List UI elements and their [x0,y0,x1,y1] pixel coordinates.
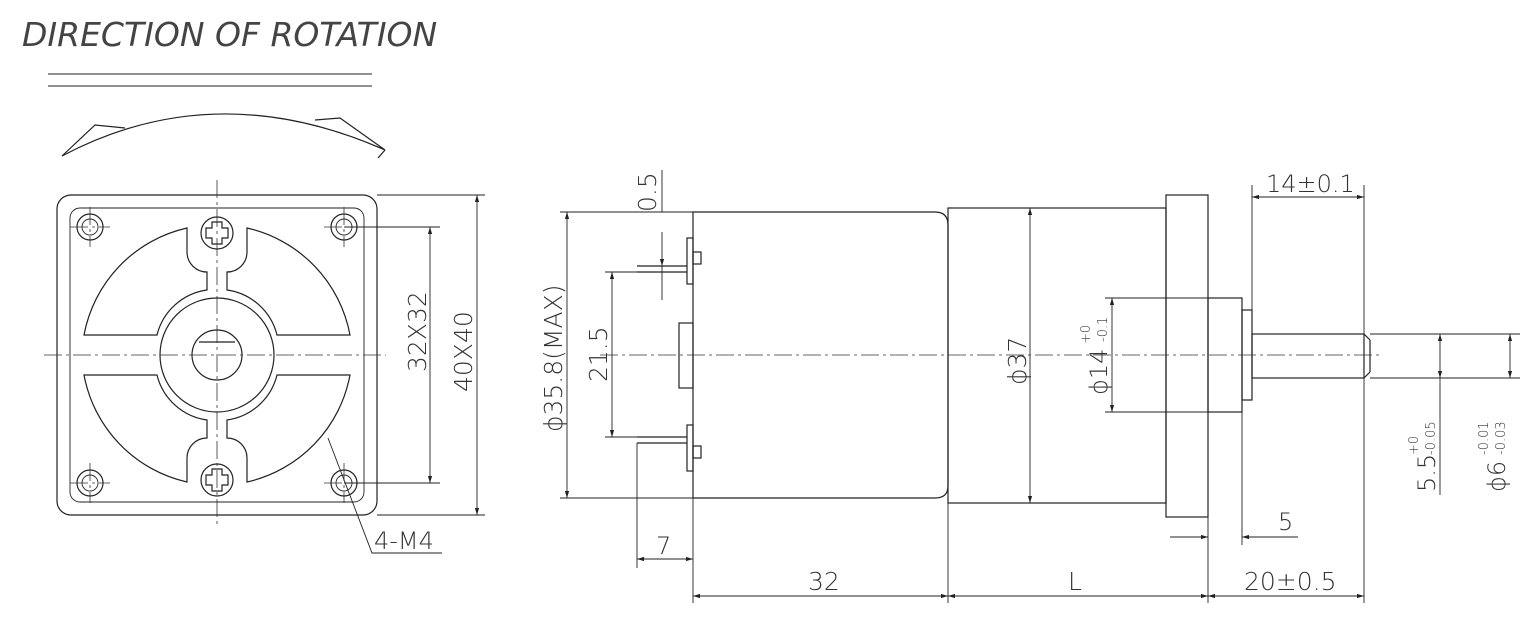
flat-tol-lower: -0.05 [1424,421,1439,455]
boss-tol-upper: +0 [1079,325,1094,344]
flat-tol-upper: +0 [1407,436,1422,455]
gearbox-body [947,207,1167,504]
flat-width-label: 5.5 [1413,454,1441,492]
shaft-total-label: 20±0.5 [1244,567,1337,596]
thread-callout-label: 4-M4 [374,527,434,555]
terminal-spacing-label: 21.5 [584,326,613,382]
shaft-diameter-label: ϕ6 [1483,461,1511,492]
shaft-tol-upper: -0.01 [1477,421,1492,455]
side-view: 0.5 21.5 ϕ35.8(MAX) ϕ37 ϕ14 +0 -0.1 14±0… [539,170,1520,603]
boss-tol-lower: -0.1 [1096,317,1111,342]
front-view: 32X32 40X40 4-M4 [44,180,485,555]
boss-diameter-label: ϕ14 [1085,349,1113,395]
shaft-length-label: 14±0.1 [1266,170,1355,198]
rotation-arrow-icon [61,113,386,159]
terminal-length-label: 7 [656,532,671,560]
boss-height-label: 5 [1278,508,1293,536]
hole-spacing-label: 32X32 [403,291,432,372]
title-underline [48,73,372,87]
gearbox-diameter-label: ϕ37 [1003,337,1032,385]
terminal-offset-label: 0.5 [633,172,662,212]
output-flange [1165,194,1209,518]
gearbox-length-label: L [1068,567,1082,596]
output-shaft [1251,333,1365,379]
flange-size-label: 40X40 [449,311,478,392]
drawing-title: DIRECTION OF ROTATION [22,15,437,54]
motor-diameter-label: ϕ35.8(MAX) [539,285,568,432]
shaft-tol-lower: -0.03 [1494,421,1509,455]
motor-length-label: 32 [808,567,840,596]
